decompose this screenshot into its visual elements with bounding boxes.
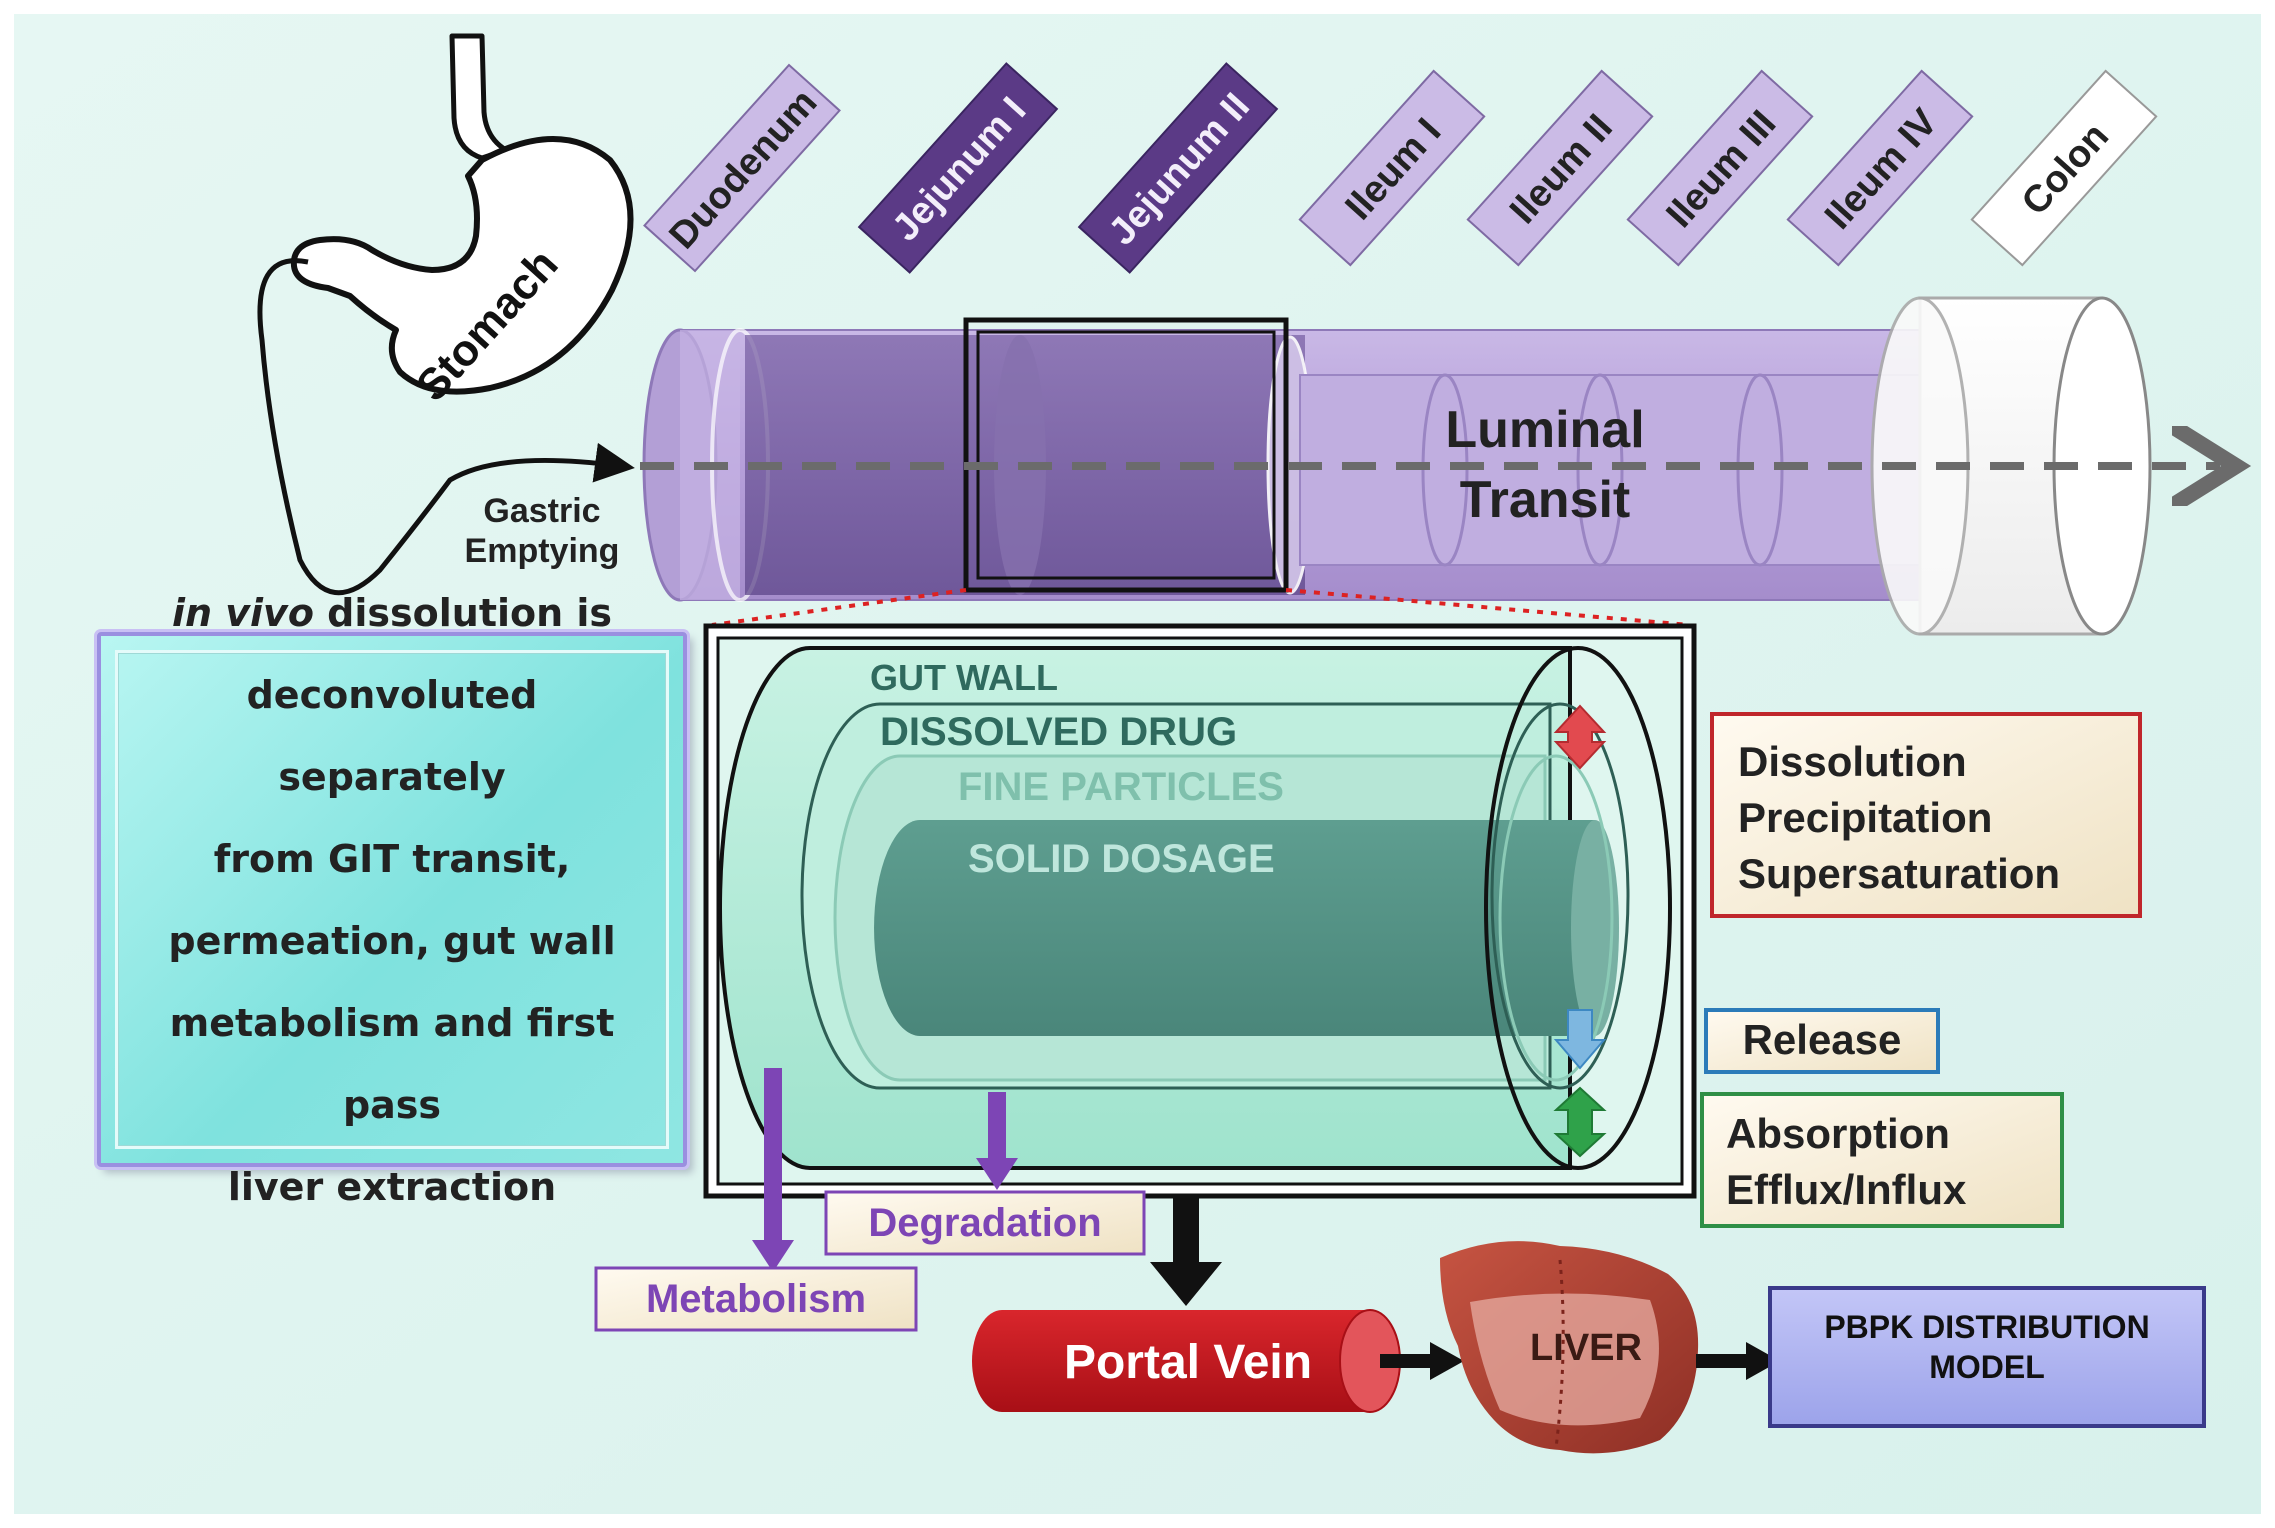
- gastric-emptying-curve: [257, 258, 635, 596]
- dissolution-box: Dissolution Precipitation Supersaturatio…: [1710, 712, 2142, 918]
- info-line-1-rest: dissolution is: [313, 590, 613, 635]
- metabolism-arrow: [752, 1068, 794, 1272]
- tag-shape: [643, 63, 841, 273]
- gastric-label-line2: Emptying: [465, 532, 620, 570]
- supersaturation-label: Supersaturation: [1738, 850, 2060, 897]
- portal-vein-body: [972, 1310, 1370, 1412]
- info-line-6: liver extraction: [227, 1164, 557, 1209]
- release-label: Release: [1743, 1016, 1902, 1063]
- dissolution-label: Dissolution: [1738, 738, 1967, 785]
- tag-shape: [1466, 69, 1654, 267]
- portal-vein: Portal Vein: [972, 1309, 1401, 1413]
- info-line-1: in vivo dissolution is: [132, 572, 652, 654]
- degradation-label: Degradation: [868, 1201, 1101, 1245]
- blue-down-arrow: [1553, 1009, 1607, 1070]
- release-box: Release: [1704, 1008, 1940, 1074]
- info-line-4: permeation, gut wall: [168, 918, 616, 963]
- info-italic: in vivo: [171, 590, 314, 635]
- red-double-arrow: [1553, 704, 1607, 770]
- info-box: in vivo dissolution is deconvoluted sepa…: [97, 591, 687, 1209]
- pbpk-box: PBPK DISTRIBUTION MODEL: [1768, 1286, 2206, 1428]
- compartment-to-portal-arrow: [1150, 1196, 1222, 1306]
- liver-to-pbpk-arrow: [1696, 1342, 1780, 1380]
- gut-compartment: GUT WALL DISSOLVED DRUG FINE PARTICLES S…: [703, 623, 1697, 1199]
- info-line-3: from GIT transit,: [213, 836, 571, 881]
- luminal-label-line2: Transit: [1460, 471, 1631, 529]
- gut-wall-end: [1484, 646, 1672, 1170]
- info-line-2: deconvoluted separately: [246, 672, 538, 799]
- absorption-box: Absorption Efflux/Influx: [1700, 1092, 2064, 1228]
- tag-shape: [857, 62, 1059, 274]
- absorption-box-shape: [1700, 1092, 2064, 1228]
- degradation-arrow: [976, 1092, 1018, 1190]
- green-double-arrow: [1553, 1086, 1607, 1158]
- release-box-shape: [1704, 1008, 1940, 1074]
- luminal-label-line1: Luminal: [1445, 401, 1644, 459]
- metabolism-box: Metabolism: [594, 1266, 918, 1332]
- highlight-box-outer: [963, 317, 1289, 593]
- efflux-label: Efflux/Influx: [1726, 1166, 1967, 1213]
- liver-highlight: [1470, 1293, 1659, 1426]
- metabolism-box-shape: [594, 1266, 918, 1332]
- info-text: in vivo dissolution is deconvoluted sepa…: [132, 572, 652, 1228]
- zoom-line-right: [1285, 588, 1691, 627]
- tag-shape: [1626, 69, 1814, 267]
- absorption-label: Absorption: [1726, 1110, 1950, 1157]
- stomach-shape: [290, 136, 634, 395]
- zoom-line-left: [711, 588, 967, 627]
- fine-particles-end: [1498, 754, 1614, 1082]
- tag-shape: [1970, 69, 2158, 267]
- precipitation-label: Precipitation: [1738, 794, 1992, 841]
- degradation-box-shape: [824, 1190, 1146, 1256]
- pbpk-box-shape: [1768, 1286, 2206, 1428]
- dissolved-drug-label: DISSOLVED DRUG: [880, 710, 1237, 754]
- liver-lobe-line: [1554, 1259, 1565, 1449]
- info-box-inner-border: [115, 650, 669, 1149]
- pbpk-label-line1: PBPK DISTRIBUTION: [1824, 1309, 2149, 1345]
- degradation-box: Degradation: [824, 1190, 1146, 1256]
- gut-wall-label: GUT WALL: [870, 657, 1058, 698]
- tag-shape: [1077, 62, 1279, 274]
- fine-particles-label: FINE PARTICLES: [958, 765, 1284, 809]
- highlight-box-inner: [976, 330, 1276, 580]
- metabolism-label: Metabolism: [646, 1277, 866, 1321]
- gastric-label-line1: Gastric: [483, 492, 600, 530]
- vein-to-liver-arrow: [1380, 1342, 1464, 1380]
- tag-shape: [1786, 69, 1974, 267]
- solid-dosage-label: SOLID DOSAGE: [968, 837, 1275, 881]
- dissolution-box-shape: [1710, 712, 2142, 918]
- stomach-illustration: Stomach: [290, 33, 634, 411]
- pbpk-label-line2: MODEL: [1929, 1349, 2045, 1385]
- tag-shape: [1298, 69, 1486, 267]
- info-line-5: metabolism and first pass: [169, 1000, 615, 1127]
- portal-vein-label: Portal Vein: [1064, 1336, 1312, 1389]
- solid-dosage-core: [874, 820, 1595, 1036]
- dissolved-drug-end: [1490, 702, 1630, 1090]
- liver-illustration: LIVER: [1440, 1241, 1699, 1454]
- liver-label: LIVER: [1530, 1327, 1642, 1369]
